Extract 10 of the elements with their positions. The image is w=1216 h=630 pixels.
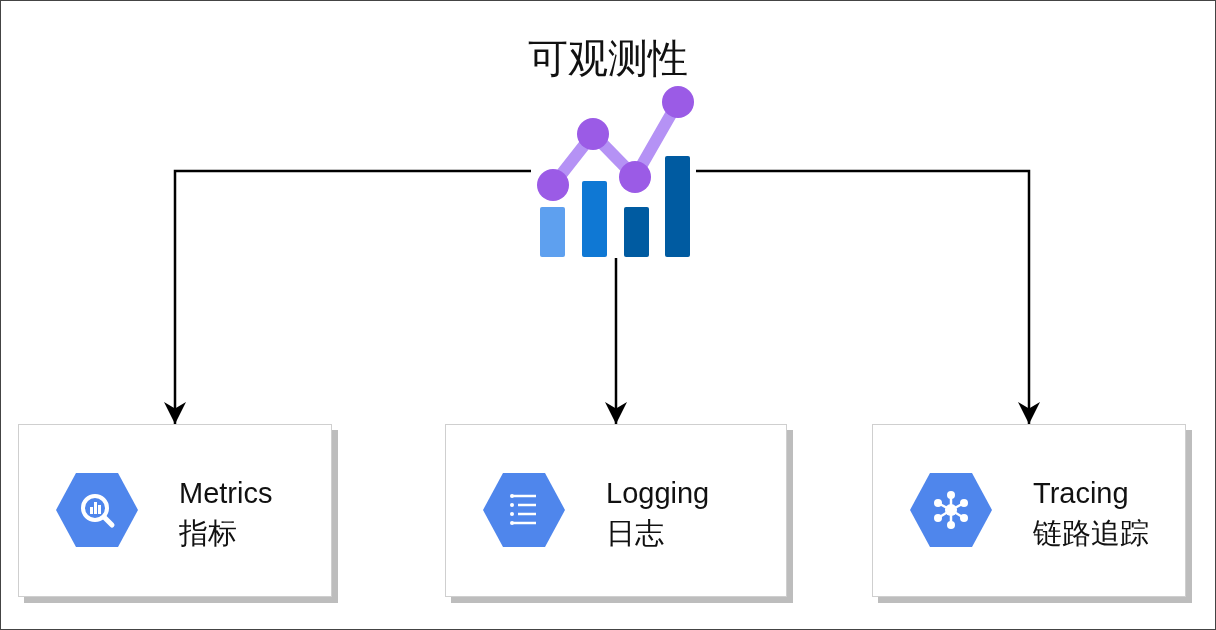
box-subheading: 日志 <box>606 516 664 551</box>
box-subheading: 指标 <box>179 516 237 551</box>
box-subheading: 链路追踪 <box>1033 516 1149 551</box>
arrow <box>605 258 627 424</box>
arrow <box>164 169 531 424</box>
arrow <box>696 169 1040 424</box>
box-heading: Logging <box>606 476 710 511</box>
box-heading: Tracing <box>1033 476 1129 511</box>
box-heading: Metrics <box>179 476 273 511</box>
title: 可观测性 <box>528 35 688 82</box>
